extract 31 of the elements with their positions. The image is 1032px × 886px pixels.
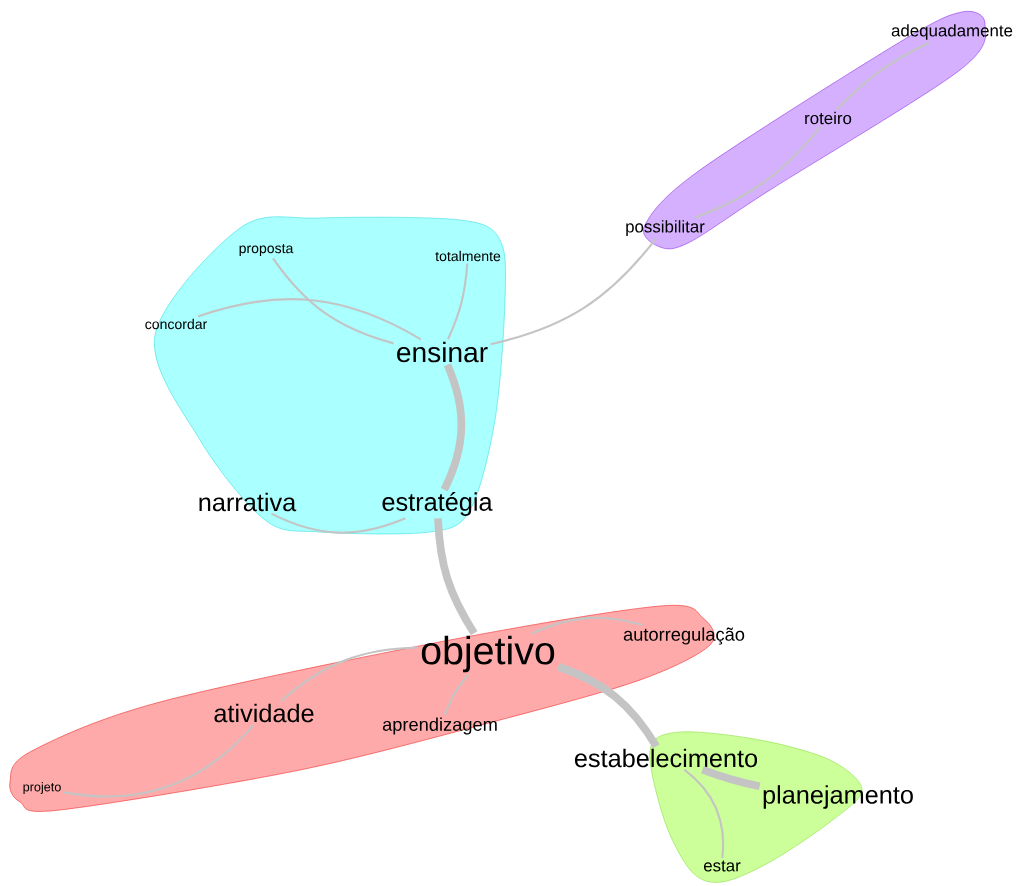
word-label: estratégia: [382, 492, 493, 516]
word-label: roteiro: [805, 111, 852, 125]
word-label: ensinar: [397, 341, 488, 363]
link-line: [270, 512, 406, 534]
link-line: [197, 298, 422, 341]
link-line: [556, 663, 660, 749]
link-line: [443, 674, 469, 716]
word-label: estabelecimento: [574, 748, 758, 768]
word-label: autorregulação: [623, 627, 745, 645]
link-line: [280, 646, 418, 703]
link-line: [63, 723, 255, 798]
link-line: [531, 616, 643, 635]
word-label: concordar: [145, 318, 207, 330]
word-label: proposta: [239, 244, 294, 256]
link-line: [440, 363, 466, 492]
word-label: narrativa: [199, 492, 297, 512]
word-label: possibilitar: [626, 220, 705, 236]
word-label: aprendizagem: [382, 717, 497, 735]
word-label: atividade: [214, 703, 314, 723]
link-line: [447, 263, 469, 340]
word-label: projeto: [23, 782, 61, 794]
link-line: [835, 41, 931, 111]
word-label: planejamento: [763, 785, 913, 809]
link-line: [701, 766, 761, 791]
link-line: [272, 257, 394, 345]
word-label: adequadamente: [891, 24, 1013, 40]
word-label: objetivo: [421, 635, 555, 673]
link-line: [683, 768, 725, 859]
word-label: estar: [703, 860, 741, 872]
link-line: [694, 125, 822, 219]
word-label: totalmente: [435, 250, 501, 262]
